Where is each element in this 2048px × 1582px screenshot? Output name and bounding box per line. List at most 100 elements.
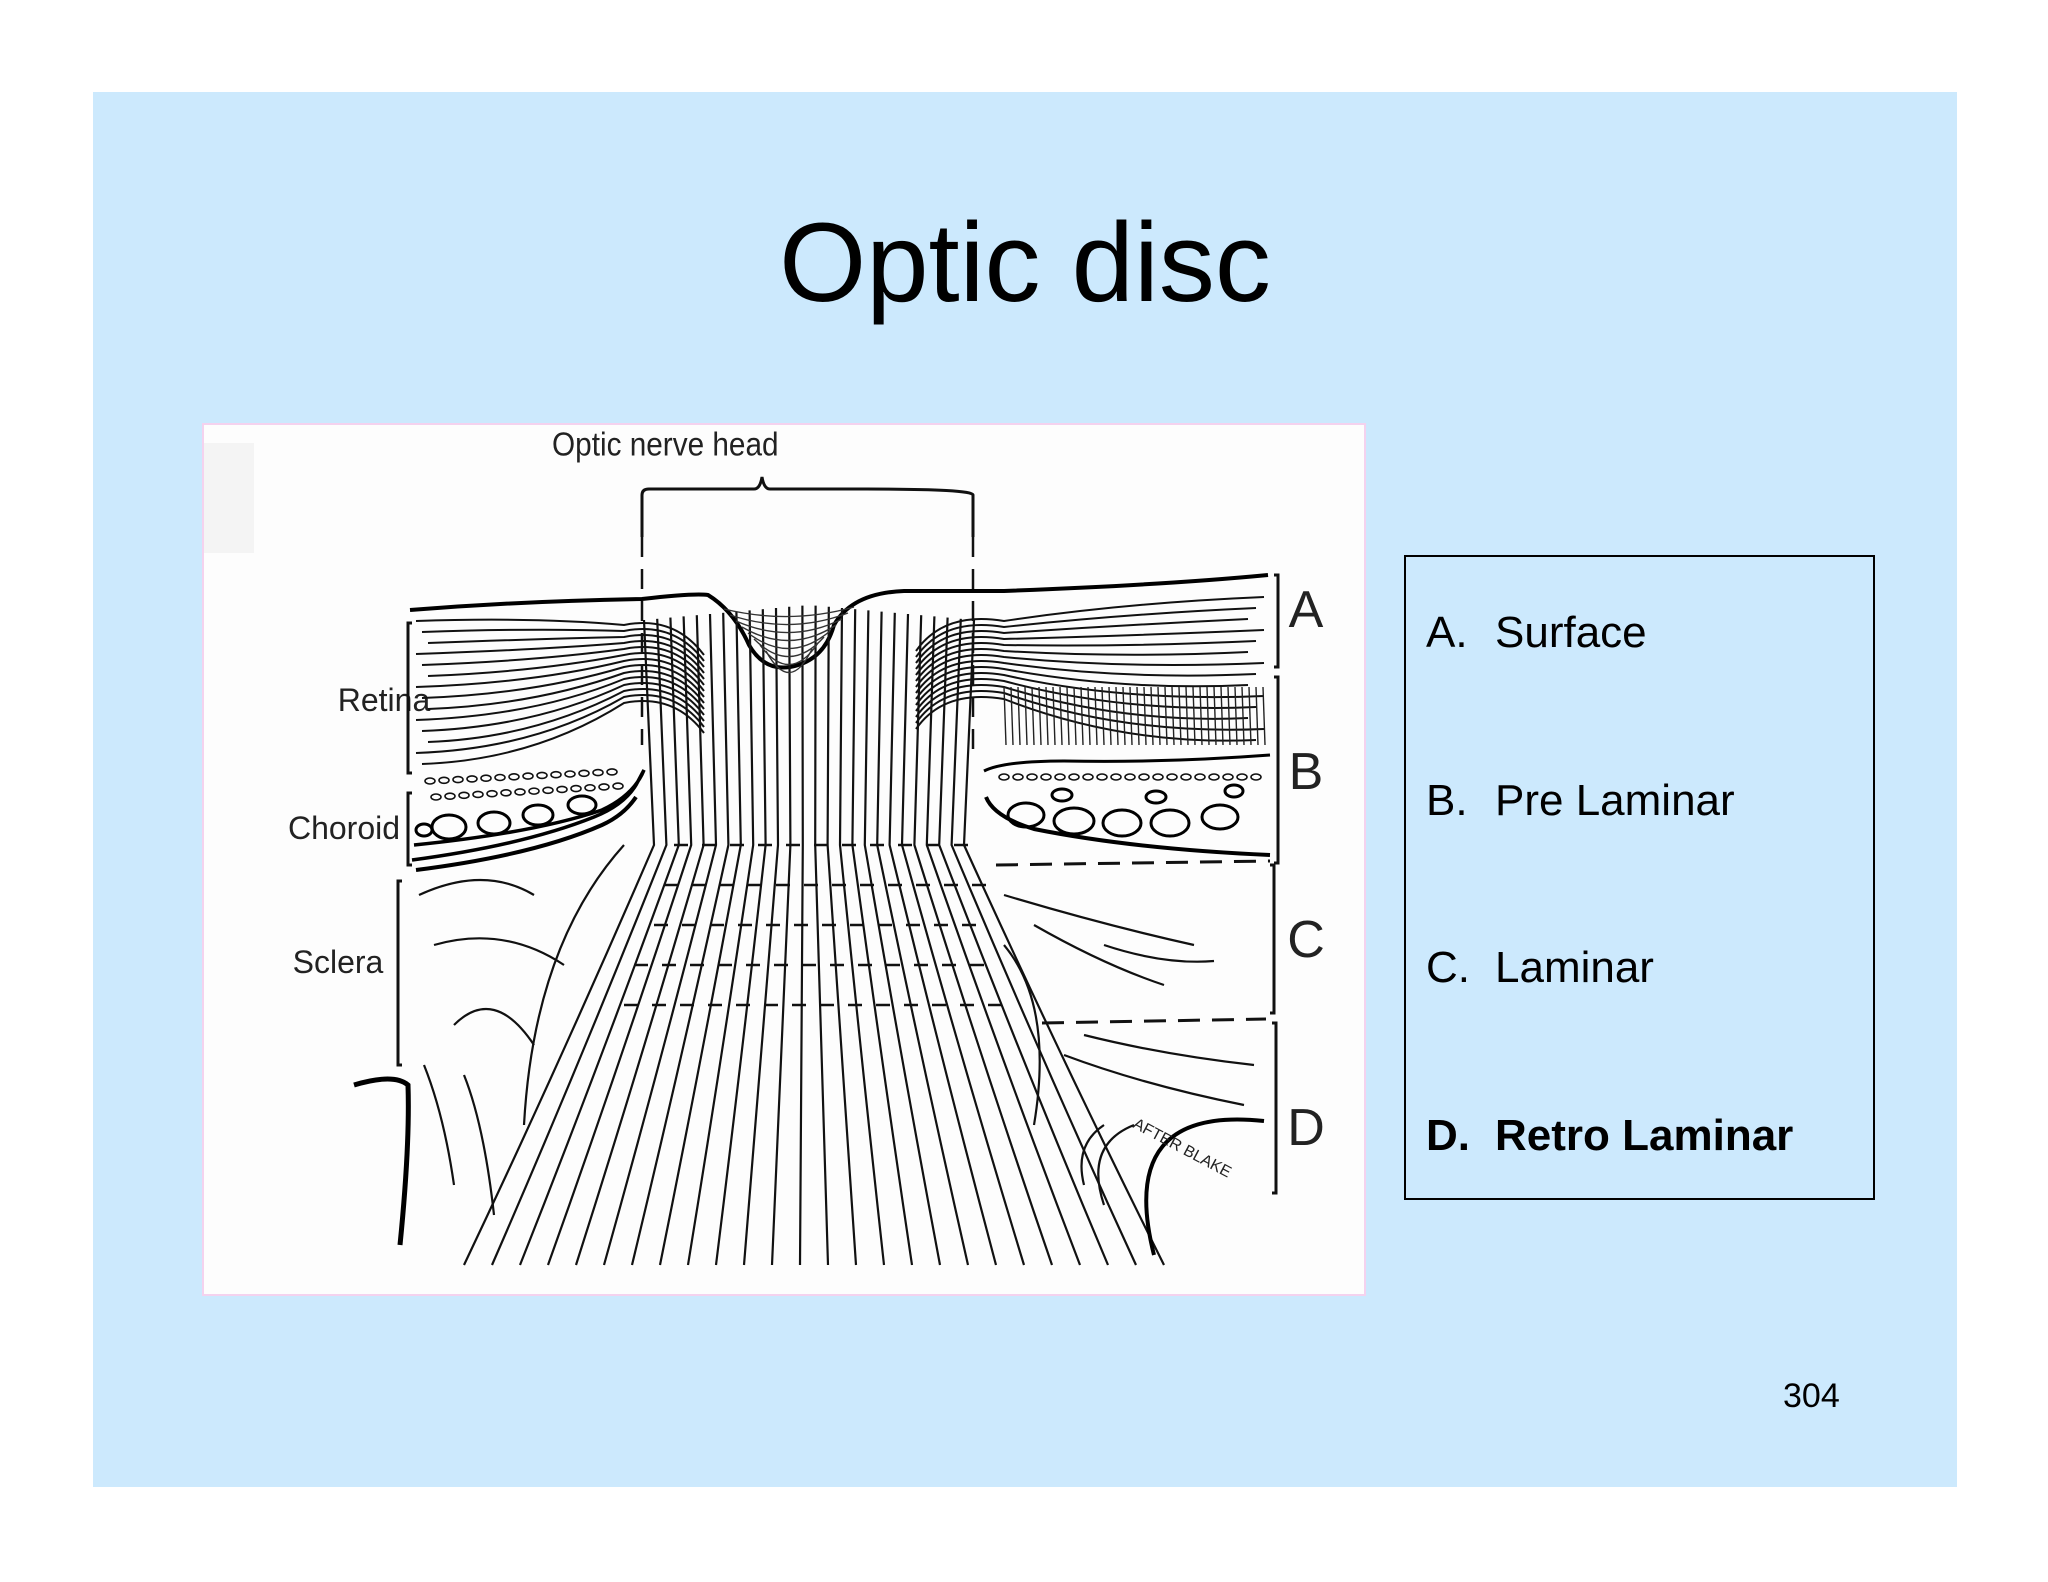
retina-hatch [1031,686,1035,746]
retina-hatch [1059,686,1063,746]
sclera-stroke [1063,1053,1245,1107]
rpe-cell [542,786,554,795]
rpe-cell [998,773,1010,781]
retina-hatch [1038,686,1042,746]
rpe-cell [1236,773,1248,781]
central-fibre [490,618,668,1266]
legend-item-a: A.Surface [1426,611,1647,655]
retina-hatch [1024,686,1028,746]
retina-hatch [1073,686,1077,746]
nerve-fibre-line [915,618,1249,664]
sclera-strokes [418,844,1255,1216]
bruch-right [984,796,1271,857]
retina-hatch [1199,686,1203,746]
retina-hatch [1234,686,1238,746]
choroid-vessel [414,822,434,838]
retina-hatch [1213,686,1217,746]
retina-hatch [1101,686,1105,746]
central-fibre [798,605,804,1266]
nerve-fibre-line [421,664,705,699]
sclera-stroke [422,1064,456,1186]
central-fibre [742,607,780,1266]
rpe-cell [612,782,624,790]
optic-nerve-head-diagram: Optic nerve head Retina Choroid Sclera A… [202,423,1366,1296]
optic-nerve-head-bracket [640,476,975,537]
rpe-cell [1250,773,1262,781]
rpe-cell [536,771,548,780]
nerve-fibre-line [915,684,1249,720]
retina-hatch [1171,686,1175,746]
zone-letter-a: A [1289,581,1324,639]
cup-fibre [765,648,813,674]
rpe-cell [578,769,590,778]
rpe-cell [1180,773,1192,781]
retina-hatch [1185,686,1189,746]
choroid-vessels [414,783,1245,841]
rpe-cell [452,775,464,784]
rpe-cell [1012,773,1024,781]
sclera-stroke [1080,1124,1105,1186]
retina-hatch [1150,686,1154,746]
central-fibre [770,606,792,1266]
nerve-fibre-line [915,660,1257,694]
rpe-cell [466,775,478,783]
retina-hatch [1262,686,1266,746]
choroid-vessel [1223,783,1245,799]
nerve-fibre-line [421,700,705,765]
nerve-fibre-line [415,676,705,721]
nerve-fibre-line [915,654,1265,688]
rpe-cell [1166,773,1178,781]
rpe-cell [430,793,442,801]
retina-hatch [1003,686,1007,746]
right-nerve-fibre-layer [915,596,1266,746]
nerve-fibre-line [427,688,705,743]
rpe-cell [458,791,470,800]
central-fibre [826,606,858,1266]
sclera-stroke [462,1074,496,1216]
nerve-fibre-line [915,666,1249,700]
retina-hatch [1108,686,1112,746]
retina-hatch [1206,686,1210,746]
rpe-cell [550,770,562,779]
nerve-fibre-line [915,640,1257,676]
retina-hatch [1066,686,1070,746]
retina-brace [406,621,412,775]
rpe-cell [514,788,526,796]
sclera-right-wall [1144,1117,1265,1256]
rpe-right [983,753,1271,773]
rpe-cell [472,790,484,799]
retina-hatch [1227,686,1231,746]
choroid-vessel [1200,803,1240,831]
retina-hatch [1178,686,1182,746]
nerve-fibre-line [915,596,1265,652]
nerve-fibre-line [415,658,705,692]
retina-hatch [1255,686,1259,746]
rpe-cell [1110,773,1122,781]
retina-hatch [1122,686,1126,746]
retina-hatch [1143,686,1147,746]
legend-item-b-label: Pre Laminar [1495,776,1735,825]
retinal-surface [409,573,1269,670]
legend-item-a-label: Surface [1495,608,1647,657]
rpe-cell [508,772,520,781]
rpe-cell [606,768,618,776]
retina-hatch [1164,686,1168,746]
choroid-vessel [566,794,598,816]
central-fibre [876,611,970,1266]
legend-item-b-letter: B. [1426,776,1468,825]
nerve-fibre-line [427,652,705,686]
cup-fibre [729,612,849,626]
choroid-vessel [1052,806,1096,836]
rpe-cell [1138,773,1150,781]
retina-hatch [1080,686,1084,746]
retina-hatch [1052,686,1056,746]
rpe-cell [1208,773,1220,781]
nerve-fibre-line [421,682,705,732]
rpe-cell [494,773,506,782]
rpe-cell [1194,773,1206,781]
sclera-stroke [1003,944,1041,1126]
central-fibre [900,613,1026,1266]
lamina-cribrosa [624,843,1002,1007]
sclera-stroke [1003,893,1195,947]
choroid-label: Choroid [288,810,400,846]
